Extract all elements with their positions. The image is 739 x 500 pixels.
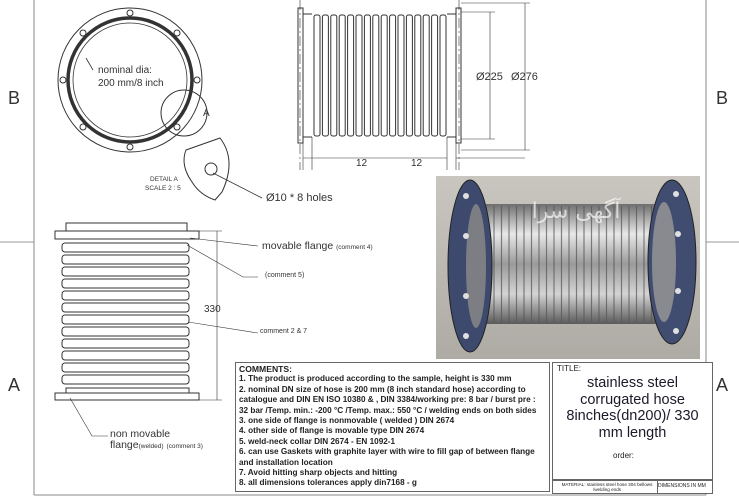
material-label: MATERIAL: stainless steel hose 304 bello… bbox=[561, 482, 653, 493]
side-rib bbox=[422, 14, 430, 137]
non-movable-label: non movable bbox=[110, 428, 171, 440]
dim-outer-label: Ø276 bbox=[511, 71, 538, 83]
side-rib bbox=[330, 14, 338, 137]
front-rib bbox=[61, 290, 190, 301]
front-rib bbox=[61, 338, 190, 349]
flange-front-view bbox=[57, 7, 208, 153]
side-rib bbox=[431, 14, 439, 137]
comment3-label: (comment 3) bbox=[166, 443, 203, 450]
welded-label: (welded) bbox=[138, 443, 164, 450]
zone-a-right: A bbox=[716, 375, 729, 395]
side-rib bbox=[380, 14, 388, 137]
front-rib bbox=[61, 266, 190, 277]
comment-item: 2. nominal DN size of hose is 200 mm (8 … bbox=[239, 384, 537, 415]
hose-front-view bbox=[54, 222, 259, 437]
comment-item: 7. Avoid hitting sharp objects and hitti… bbox=[239, 468, 398, 478]
drawing-title: stainless steel corrugated hose 8inches(… bbox=[566, 375, 699, 441]
detail-scale: SCALE 2 : 5 bbox=[145, 185, 181, 192]
title-block: TITLE: stainless steel corrugated hose 8… bbox=[552, 362, 713, 480]
front-rib bbox=[61, 278, 190, 289]
height-label: 330 bbox=[204, 304, 221, 315]
comment-item: 1. The product is produced according to … bbox=[239, 374, 512, 384]
side-rib bbox=[355, 14, 363, 137]
detail-title: DETAIL A bbox=[150, 176, 178, 183]
non-movable-flange-label: flange(welded) (comment 3) bbox=[110, 439, 203, 451]
dimensions-label: DIMENSIONS IN MM bbox=[658, 483, 706, 489]
comment-item: 5. weld-neck collar DIN 2674 - EN 1092-1 bbox=[239, 436, 396, 446]
nominal-dia-label: nominal dia: bbox=[98, 65, 152, 76]
side-rib bbox=[389, 14, 397, 137]
order-label: order: bbox=[613, 451, 634, 460]
comments-block: COMMENTS: 1. The product is produced acc… bbox=[235, 362, 550, 492]
side-rib bbox=[439, 14, 447, 137]
side-rib bbox=[363, 14, 371, 137]
dim-right-12: 12 bbox=[411, 158, 423, 169]
detail-ref-label: A bbox=[203, 108, 210, 119]
product-photo: آگهی سرا bbox=[436, 176, 700, 359]
side-rib bbox=[372, 14, 380, 137]
nominal-dia-value: 200 mm/8 inch bbox=[98, 78, 164, 89]
side-rib bbox=[321, 14, 329, 137]
zone-a-left: A bbox=[8, 375, 21, 395]
front-rib bbox=[61, 326, 190, 337]
holes-label: Ø10 * 8 holes bbox=[266, 192, 333, 204]
hose-side-view bbox=[297, 0, 530, 170]
front-rib bbox=[61, 374, 190, 385]
comment5-label: (comment 5) bbox=[265, 272, 305, 279]
movable-flange-label: movable flange (comment 4) bbox=[262, 240, 373, 252]
side-rib bbox=[405, 14, 413, 137]
dim-left-12: 12 bbox=[356, 158, 368, 169]
comment-item: 3. one side of flange is nonmovable ( we… bbox=[239, 416, 455, 426]
front-rib bbox=[61, 350, 190, 361]
dim-inner-label: Ø225 bbox=[476, 71, 503, 83]
detail-a-view bbox=[183, 137, 263, 201]
side-rib bbox=[414, 14, 422, 137]
front-rib bbox=[61, 302, 190, 313]
comment-item: 6. can use Gaskets with graphite layer w… bbox=[239, 447, 535, 467]
side-rib bbox=[313, 14, 321, 137]
side-rib bbox=[338, 14, 346, 137]
comment4-label: (comment 4) bbox=[336, 244, 373, 251]
material-block: MATERIAL: stainless steel hose 304 bello… bbox=[552, 480, 713, 494]
front-rib bbox=[61, 242, 190, 253]
comment-item: 8. all dimensions tolerances apply din71… bbox=[239, 478, 417, 488]
comment-item: 4. other side of flange is movable type … bbox=[239, 426, 425, 436]
title-label: TITLE: bbox=[557, 364, 582, 373]
front-rib bbox=[61, 254, 190, 265]
comments-title: COMMENTS: bbox=[239, 364, 292, 374]
material-divider bbox=[657, 481, 658, 493]
front-rib bbox=[61, 362, 190, 373]
photo-watermark: آگهی سرا bbox=[532, 197, 622, 224]
zone-b-right: B bbox=[716, 88, 729, 108]
side-rib bbox=[397, 14, 405, 137]
side-rib bbox=[347, 14, 355, 137]
zone-b-left: B bbox=[8, 88, 21, 108]
front-rib bbox=[61, 314, 190, 325]
comment27-label: comment 2 & 7 bbox=[260, 328, 308, 335]
